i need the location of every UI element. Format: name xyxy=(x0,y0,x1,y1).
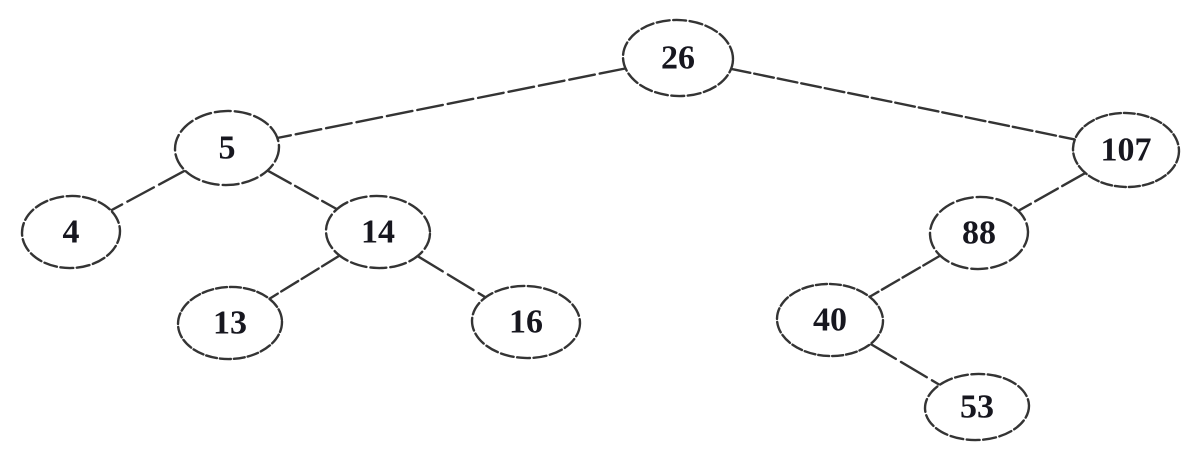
tree-node-26: 26 xyxy=(621,18,735,98)
node-label: 14 xyxy=(361,214,395,251)
node-ellipse xyxy=(928,195,1030,271)
node-label: 5 xyxy=(219,130,236,167)
tree-edge-40-53 xyxy=(868,342,941,386)
tree-edge-26-5 xyxy=(275,67,627,140)
node-ellipse xyxy=(324,194,432,270)
tree-edge-14-13 xyxy=(267,254,341,301)
node-ellipse xyxy=(775,282,885,358)
tree-edge-14-16 xyxy=(415,254,488,299)
tree-node-13: 13 xyxy=(176,285,284,361)
node-ellipse xyxy=(470,284,582,360)
tree-node-88: 88 xyxy=(928,195,1030,271)
tree-node-40: 40 xyxy=(775,282,885,358)
tree-node-107: 107 xyxy=(1071,111,1181,189)
node-ellipse xyxy=(621,18,735,98)
node-label: 16 xyxy=(509,304,543,341)
node-ellipse xyxy=(176,285,284,361)
tree-node-4: 4 xyxy=(20,194,122,270)
tree-node-5: 5 xyxy=(173,109,281,187)
node-ellipse xyxy=(173,109,281,187)
tree-node-14: 14 xyxy=(324,194,432,270)
tree-edge-107-88 xyxy=(1016,172,1087,213)
tree-node-53: 53 xyxy=(923,372,1031,442)
node-ellipse xyxy=(20,194,122,270)
node-label: 40 xyxy=(813,302,847,339)
node-ellipse xyxy=(1071,111,1181,189)
tree-edge-5-14 xyxy=(266,169,339,211)
node-label: 26 xyxy=(661,40,695,77)
node-label: 107 xyxy=(1101,132,1152,169)
node-label: 53 xyxy=(960,389,994,426)
node-label: 13 xyxy=(213,305,247,342)
node-ellipse xyxy=(923,372,1031,442)
node-label: 4 xyxy=(63,214,80,251)
tree-edge-26-107 xyxy=(729,67,1077,141)
tree-edge-5-4 xyxy=(109,169,187,212)
node-label: 88 xyxy=(962,215,996,252)
tree-edge-88-40 xyxy=(869,254,942,298)
tree-node-16: 16 xyxy=(470,284,582,360)
